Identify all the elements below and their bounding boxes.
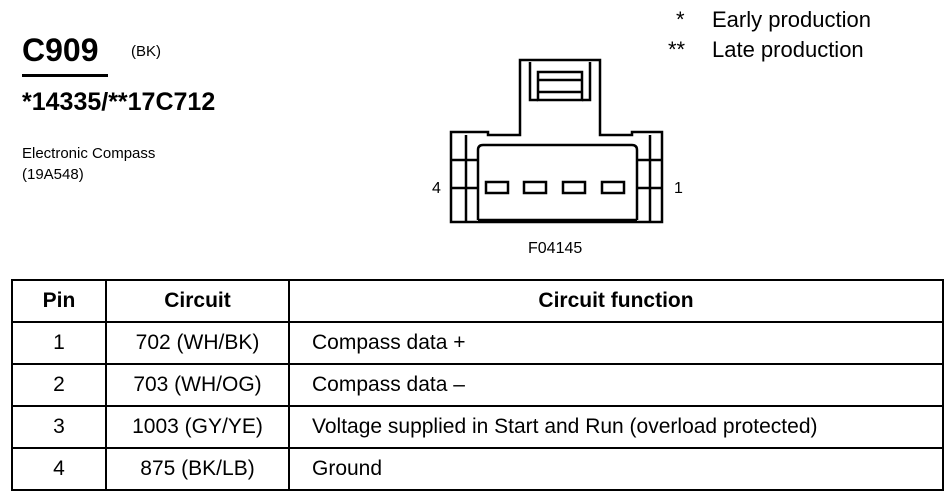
connector-id: C909: [22, 32, 99, 68]
pinout-table: Pin Circuit Circuit function 1 702 (WH/B…: [11, 279, 944, 491]
table-header-row: Pin Circuit Circuit function: [11, 279, 944, 323]
table-row: 3 1003 (GY/YE) Voltage supplied in Start…: [11, 405, 944, 449]
pin-label-left: 4: [432, 180, 441, 197]
pin-label-right: 1: [674, 180, 683, 197]
table-row: 1 702 (WH/BK) Compass data +: [11, 321, 944, 365]
component-code: (19A548): [22, 166, 84, 183]
circuit-cell: 703 (WH/OG): [105, 363, 290, 407]
housing-outline: [449, 58, 664, 224]
connector-face-diagram: [449, 58, 664, 224]
function-cell: Compass data –: [288, 363, 944, 407]
circuit-cell: 1003 (GY/YE): [105, 405, 290, 449]
legend-text-late: Late production: [712, 37, 864, 62]
legend-symbol-late: **: [668, 37, 686, 62]
table-row: 2 703 (WH/OG) Compass data –: [11, 363, 944, 407]
pin-cell: 3: [11, 405, 107, 449]
circuit-cell: 702 (WH/BK): [105, 321, 290, 365]
figure-code: F04145: [528, 240, 583, 257]
pin-cavity-2: [561, 180, 587, 195]
header-circuit-function: Circuit function: [288, 279, 944, 323]
part-numbers: *14335/**17C712: [22, 88, 216, 116]
inner-body: [476, 143, 639, 220]
legend-symbol-early: *: [676, 7, 685, 32]
table-row: 4 875 (BK/LB) Ground: [11, 447, 944, 491]
pin-cavity-3: [522, 180, 548, 195]
circuit-cell: 875 (BK/LB): [105, 447, 290, 491]
function-cell: Voltage supplied in Start and Run (overl…: [288, 405, 944, 449]
legend-text-early: Early production: [712, 7, 871, 32]
latch: [536, 70, 584, 102]
title-underline: [22, 74, 108, 77]
function-cell: Compass data +: [288, 321, 944, 365]
pin-cavity-1: [600, 180, 626, 195]
header-pin: Pin: [11, 279, 107, 323]
pin-cell: 4: [11, 447, 107, 491]
pin-cell: 1: [11, 321, 107, 365]
pin-cell: 2: [11, 363, 107, 407]
pin-cavity-4: [484, 180, 510, 195]
component-label: Electronic Compass: [22, 145, 156, 162]
connector-color: (BK): [131, 43, 161, 60]
component-name: Electronic Compass (19A548): [22, 143, 155, 185]
header-circuit: Circuit: [105, 279, 290, 323]
function-cell: Ground: [288, 447, 944, 491]
